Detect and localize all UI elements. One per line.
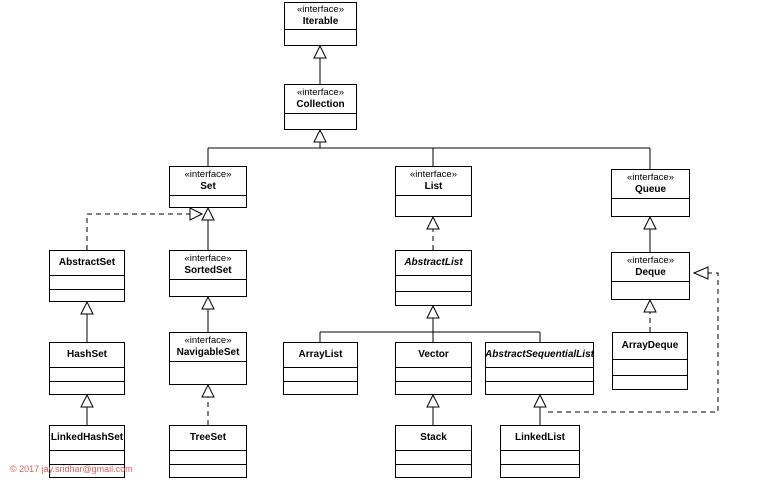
operations-section [50,290,124,303]
stereotype-label: «interface» [296,4,344,15]
class-name: LinkedList [514,432,565,443]
class-name: LinkedHashSet [50,432,124,443]
operations-section [396,465,471,479]
operations-section [50,382,124,396]
operations-section [285,30,356,46]
attributes-section [50,451,124,465]
stereotype-label: «interface» [184,253,232,264]
edge-linkedlist-deque [548,272,719,413]
arrowhead-deque-side [692,266,709,280]
arrowhead-collection [313,128,327,143]
attributes-section [396,368,471,382]
class-arraydeque: ArrayDeque [612,332,688,390]
attributes-section [396,276,471,292]
attributes-section [170,451,246,465]
arrowhead-sortedset [201,295,215,310]
class-name: NavigableSet [176,347,240,358]
class-name: Deque [635,267,666,278]
stereotype-label: «interface» [184,169,232,180]
class-iterable: «interface» Iterable [284,2,357,46]
arrowhead-queue [643,215,657,230]
class-linkedlist: LinkedList [500,425,580,478]
class-set: «interface» Set [169,166,247,208]
copyright-notice: © 2017 jay.sridhar@gmail.com [10,464,133,474]
class-name: Queue [634,184,667,195]
arrowhead-vector [426,393,440,408]
class-name: AbstractSequentialList [485,349,594,360]
attributes-section [486,368,593,382]
class-abstractset: AbstractSet [49,250,125,302]
class-treeset: TreeSet [169,425,247,478]
operations-section [170,280,246,297]
arrowhead-iterable [313,44,327,59]
class-stack: Stack [395,425,472,478]
operations-section [170,362,246,385]
attributes-section [50,276,124,290]
operations-section [501,465,579,479]
arrowhead-set [201,206,215,221]
arrowhead-list [426,215,440,230]
class-abstractsequentiallist: AbstractSequentialList [485,342,594,395]
stereotype-label: «interface» [296,87,344,98]
arrowhead-abstractlist [426,304,440,319]
attributes-section [396,451,471,465]
class-collection: «interface» Collection [284,84,357,130]
arrowhead-abstractset [80,300,94,315]
operations-section [396,292,471,307]
stereotype-label: «interface» [184,335,232,346]
stereotype-label: «interface» [626,255,674,266]
operations-section [396,196,471,217]
attributes-section [50,368,124,382]
class-navigableset: «interface» NavigableSet [169,332,247,385]
class-name: SortedSet [184,265,232,276]
class-hashset: HashSet [49,342,125,395]
class-arraylist: ArrayList [283,342,358,395]
operations-section [486,382,593,396]
arrowhead-deque [643,298,657,313]
arrowhead-hashset [80,393,94,408]
class-deque: «interface» Deque [611,252,690,300]
operations-section [612,199,689,217]
attributes-section [613,360,687,376]
class-name: TreeSet [189,432,227,443]
operations-section [284,382,357,396]
arrowhead-navigableset [201,383,215,398]
class-abstractlist: AbstractList [395,250,472,306]
class-queue: «interface» Queue [611,169,690,217]
class-name: ArrayDeque [621,340,679,351]
attributes-section [284,368,357,382]
class-name: HashSet [66,349,107,360]
stereotype-label: «interface» [626,172,674,183]
operations-section [612,282,689,300]
class-name: Vector [418,349,449,360]
operations-section [285,114,356,130]
class-name: ArrayList [298,349,343,360]
class-name: Stack [420,432,447,443]
class-name: AbstractList [404,257,463,268]
stereotype-label: «interface» [409,169,457,180]
class-name: AbstractSet [58,257,116,268]
class-linkedhashset: LinkedHashSet [49,425,125,478]
operations-section [613,376,687,391]
operations-section [170,196,246,208]
class-sortedset: «interface» SortedSet [169,250,247,297]
attributes-section [501,451,579,465]
class-name: Iterable [302,16,339,27]
class-name: List [424,181,443,192]
class-name: Collection [296,99,345,110]
class-list: «interface» List [395,166,472,217]
edge-abstractset-set [86,213,190,250]
arrowhead-abstractsequentiallist [533,393,547,408]
class-name: Set [200,181,216,192]
class-vector: Vector [395,342,472,395]
operations-section [170,465,246,479]
operations-section [396,382,471,396]
arrowhead-set-side [189,207,204,221]
